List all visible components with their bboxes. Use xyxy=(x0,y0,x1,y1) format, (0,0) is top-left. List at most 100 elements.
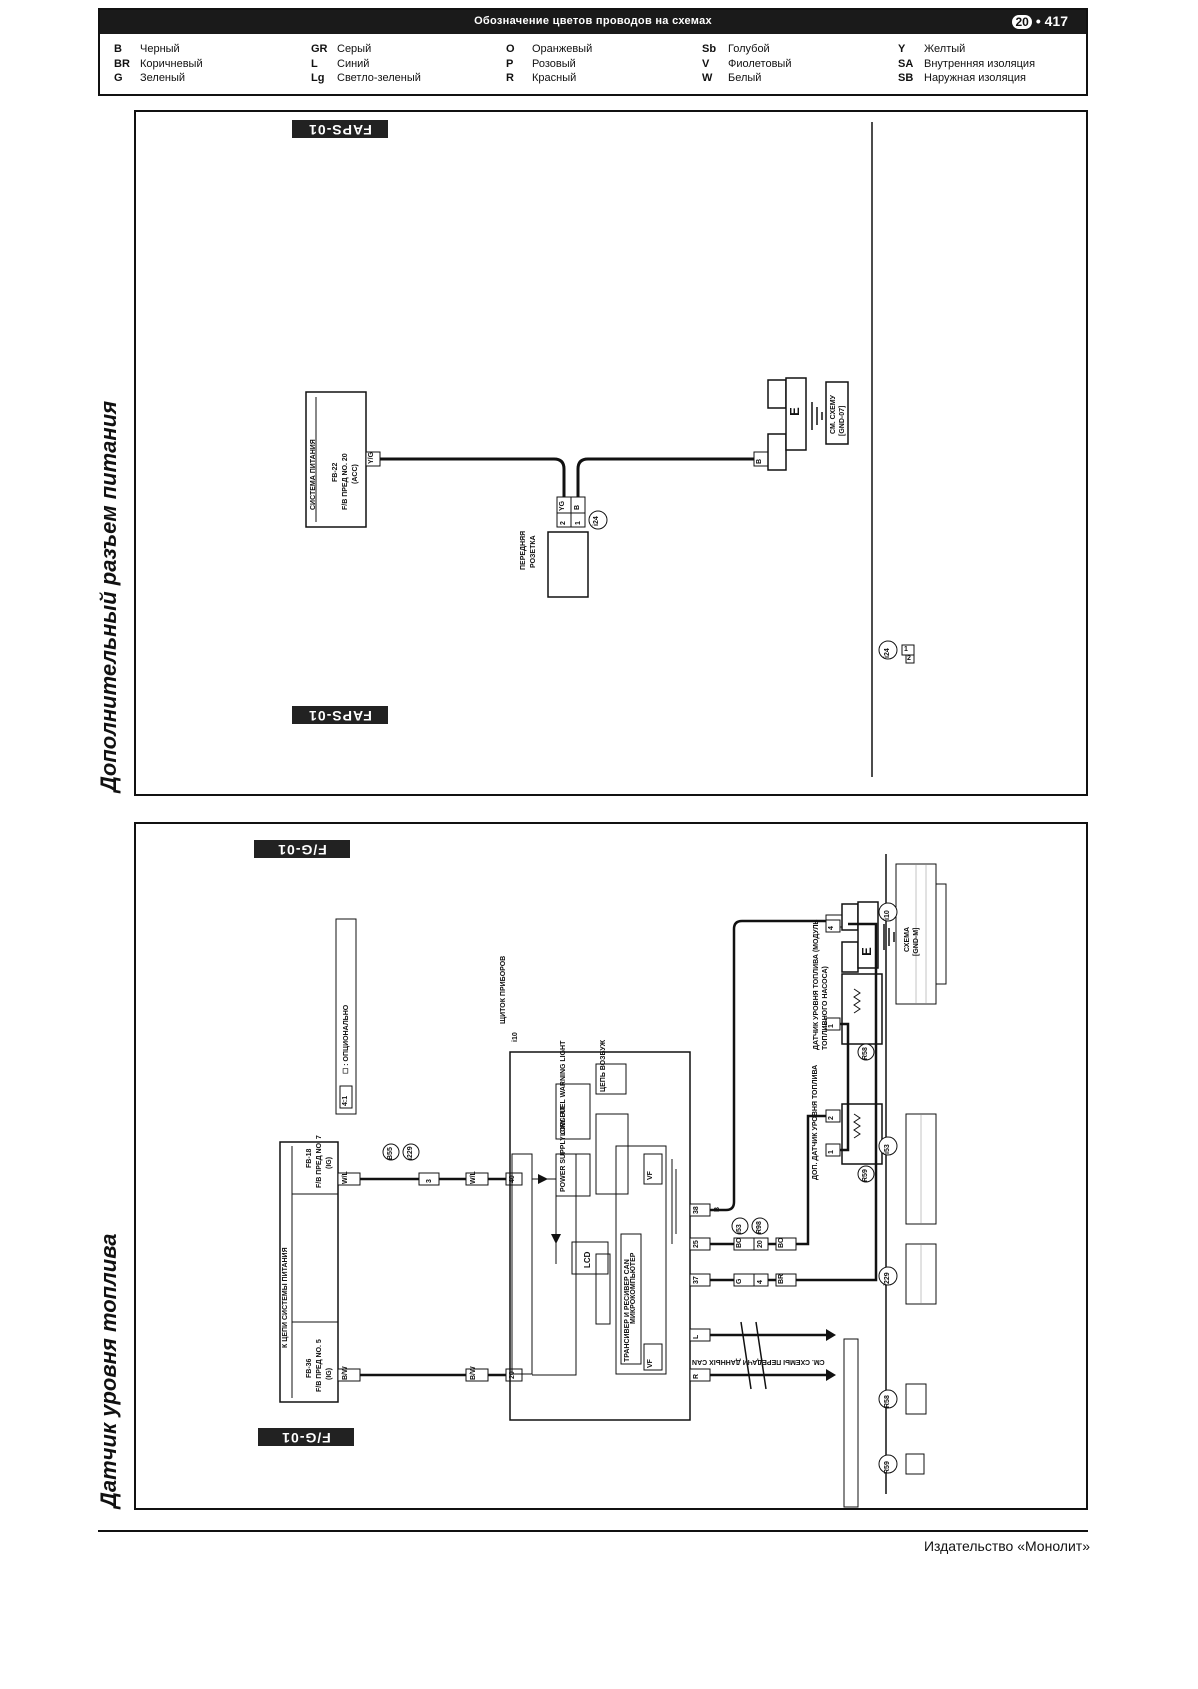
connector-ref-i53: i53 xyxy=(884,1144,891,1154)
pin-4: 4 xyxy=(757,1280,764,1284)
power-fuse-label: FB-22 xyxy=(332,462,339,482)
connector-ref-r59: R59 xyxy=(884,1461,891,1474)
socket-pin-1: 1 xyxy=(575,521,582,525)
legend-name: Коричневый xyxy=(140,57,203,70)
main-sender-title: ДАТЧИК УРОВНЯ ТОПЛИВА (МОДУЛЬ ТОПЛИВНОГО… xyxy=(813,919,829,1050)
socket-connector-id: i24 xyxy=(593,516,600,526)
pin-40: 40 xyxy=(509,1175,516,1183)
footer-divider xyxy=(98,1530,1088,1532)
wire-yg-label: Y/G xyxy=(368,451,375,464)
diagram2-frame: F/G-01 F/G-01 ☐ : ОПЦИОНАЛЬНО 4:1 К ЦЕПИ… xyxy=(134,822,1088,1510)
legend-name: Желтый xyxy=(924,43,966,55)
conn-i229: i229 xyxy=(407,1146,414,1160)
see-schema-gnd: [GND-07] xyxy=(839,405,846,436)
conn-r98: R98 xyxy=(756,1221,763,1234)
legend-name: Голубой xyxy=(728,43,770,55)
wire-bo: BO xyxy=(736,1237,743,1249)
can-note: СМ. СХЕМЫ ПЕРЕДАЧИ ДАННЫХ CAN xyxy=(692,1358,825,1365)
main-sender-pin-4: 4 xyxy=(828,926,835,930)
sub-sender-pin-2: 2 xyxy=(828,1116,835,1120)
front-socket-label-1: ПЕРЕДНЯЯ xyxy=(520,530,527,570)
lcd-block: LCD xyxy=(583,1251,592,1268)
diagram2-code-top: F/G-01 xyxy=(254,840,350,858)
legend-name: Наружная изоляция xyxy=(924,72,1026,84)
legend-name: Фиолетовый xyxy=(728,57,792,70)
power-acc-label: (ACC) xyxy=(352,464,359,484)
main-sender-pin-1: 1 xyxy=(828,1024,835,1028)
ground-e-label: E xyxy=(858,947,874,956)
power-fb18: FB-18 xyxy=(306,1148,313,1168)
legend-code: BR xyxy=(114,57,130,70)
connector-ref-r58: R58 xyxy=(884,1395,891,1408)
legend-code: G xyxy=(114,72,123,84)
legend-code: W xyxy=(702,72,713,84)
wire-g: G xyxy=(736,1278,743,1284)
power-fb36-fuse: F/B ПРЕД NO. 5 xyxy=(316,1339,323,1392)
socket-wire-b: B xyxy=(574,504,581,510)
diagram1-wiring xyxy=(305,122,915,777)
connector-ref-i10: i10 xyxy=(884,910,891,920)
legend-code: B xyxy=(114,43,122,55)
power-fb36: FB-36 xyxy=(306,1358,313,1378)
legend-name: Красный xyxy=(532,72,577,84)
pin-20-i53: 20 xyxy=(757,1240,764,1248)
sub-sender-pin-1: 1 xyxy=(828,1150,835,1154)
legend-name: Оранжевый xyxy=(532,43,593,55)
publisher-footer: Издательство «Монолит» xyxy=(923,1538,1090,1554)
legend-code: GR xyxy=(311,43,328,55)
ignition-circuit: ЦЕПЬ ВОЗБУЖ xyxy=(600,1039,607,1092)
power-fb18-fuse: F/B ПРЕД NO. 7 xyxy=(316,1135,323,1188)
power-circuit-title: К ЦЕПИ СИСТЕМЫ ПИТАНИЯ xyxy=(282,1247,289,1348)
pin-25: 25 xyxy=(693,1240,700,1248)
schema-label: СХЕМА xyxy=(904,926,911,952)
low-fuel-light: LOW-FUEL WARNING LIGHT xyxy=(560,1040,567,1136)
ground-e-label: E xyxy=(786,407,802,416)
sub-sender-title: ДОП. ДАТЧИК УРОВНЯ ТОПЛИВА xyxy=(812,1064,819,1180)
pin-r: R xyxy=(693,1373,700,1379)
legend-name: Черный xyxy=(140,43,180,55)
pin-38: 38 xyxy=(693,1206,700,1214)
legend-code: V xyxy=(702,57,710,70)
diagram1-code-bottom: FAPS-01 xyxy=(292,706,388,724)
legend-code: L xyxy=(311,57,318,70)
socket-wire-yg: YG xyxy=(559,500,566,511)
wire-wl-label: W/L xyxy=(342,1171,349,1184)
legend-name: Синий xyxy=(337,57,370,70)
power-fb36-ig: (IG) xyxy=(326,1367,333,1380)
diagram2-code-bottom: F/G-01 xyxy=(258,1428,354,1446)
diagram2-wiring xyxy=(279,854,947,1508)
power-fb18-ig: (IG) xyxy=(326,1156,333,1169)
wire-b-label: B xyxy=(756,458,763,464)
legend-code: O xyxy=(506,43,515,55)
connector-pin-1: 1 xyxy=(904,646,908,653)
legend-column-5: Y Желтый SA Внутренняя изоляция SB Наружная… xyxy=(898,42,1035,86)
vf-label-1: VF xyxy=(647,1171,654,1180)
legend-code: R xyxy=(506,72,514,84)
cluster-title: ЩИТОК ПРИБОРОВ xyxy=(500,955,507,1024)
pin-20: 20 xyxy=(509,1371,516,1379)
connector-pin-2: 2 xyxy=(907,655,911,662)
wire-wl-label-2: W/L xyxy=(470,1171,477,1184)
legend-code: SA xyxy=(898,57,914,70)
section-badge: 20 xyxy=(1012,15,1032,29)
connector-ref-i24: i24 xyxy=(884,648,891,658)
legend-code: Y xyxy=(898,43,906,55)
legend-code: SB xyxy=(898,72,914,84)
page-number-text: • 417 xyxy=(1035,13,1068,29)
socket-pin-2: 2 xyxy=(560,521,567,525)
legend-title-bar: Обозначение цветов проводов на схемах 20… xyxy=(100,10,1086,34)
can-transceiver: ТРАНСИВЕР И РЕСИВЕР CAN xyxy=(624,1259,631,1362)
diagram1-code-top: FAPS-01 xyxy=(292,120,388,138)
wire-br: BR xyxy=(778,1273,785,1284)
diagram1-frame: FAPS-01 FAPS-01 СИСТЕМА ПИТАНИЯ FB-22 F/… xyxy=(134,110,1088,796)
cluster-connector: i10 xyxy=(512,1032,519,1042)
pin-l: L xyxy=(693,1334,700,1339)
pin-37: 37 xyxy=(693,1276,700,1284)
legend-name: Внутренняя изоляция xyxy=(924,57,1036,70)
pin-3: 3 xyxy=(426,1179,433,1183)
wire-bw-label: B/W xyxy=(342,1366,349,1380)
diagram2-side-title: Датчик уровня топлива xyxy=(96,1233,121,1508)
